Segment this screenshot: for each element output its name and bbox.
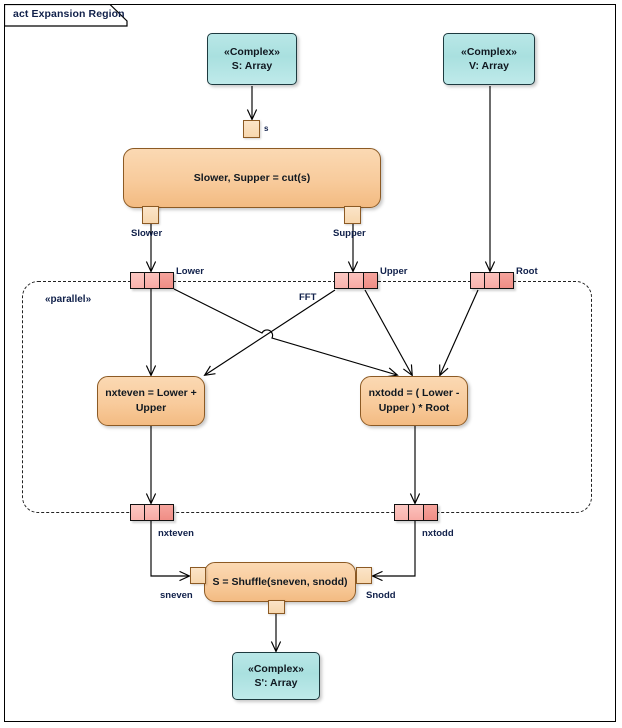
object-node-s-array[interactable]: «Complex» S: Array bbox=[207, 33, 297, 85]
expansion-node-upper-label: Upper bbox=[380, 266, 408, 277]
action-nxtodd[interactable]: nxtodd = ( Lower - Upper ) * Root bbox=[360, 376, 468, 426]
pin-sneven[interactable] bbox=[190, 567, 206, 584]
frame-tab-shape bbox=[4, 4, 128, 27]
object-node-stereotype: «Complex» bbox=[223, 46, 281, 58]
expansion-node-lower[interactable] bbox=[130, 272, 174, 289]
expansion-node-upper[interactable] bbox=[334, 272, 378, 289]
expansion-node-nxteven-label: nxteven bbox=[158, 528, 194, 539]
expansion-node-nxtodd[interactable] bbox=[394, 504, 438, 521]
object-node-v-array[interactable]: «Complex» V: Array bbox=[443, 33, 535, 85]
expansion-region bbox=[22, 281, 592, 513]
pin-supper-label: Supper bbox=[333, 228, 366, 239]
pin-snodd[interactable] bbox=[356, 567, 372, 584]
pin-slower[interactable] bbox=[142, 206, 159, 224]
pin-sneven-label: sneven bbox=[160, 590, 193, 601]
action-cut[interactable]: Slower, Supper = cut(s) bbox=[123, 148, 381, 208]
pin-supper[interactable] bbox=[344, 206, 361, 224]
expansion-region-keyword: «parallel» bbox=[45, 294, 92, 305]
pin-snodd-label: Snodd bbox=[366, 590, 396, 601]
object-node-name: S: Array bbox=[231, 60, 273, 72]
object-node-s-prime-array[interactable]: «Complex» S': Array bbox=[232, 652, 320, 700]
expansion-node-lower-label: Lower bbox=[176, 266, 204, 277]
expansion-node-root[interactable] bbox=[470, 272, 514, 289]
object-node-name: S': Array bbox=[254, 677, 298, 689]
frame-title-tab: act Expansion Region bbox=[4, 4, 128, 27]
expansion-node-nxtodd-label: nxtodd bbox=[422, 528, 454, 539]
expansion-node-nxteven[interactable] bbox=[130, 504, 174, 521]
pin-s-label: s bbox=[264, 124, 269, 133]
pin-shuffle-output[interactable] bbox=[268, 600, 285, 614]
expansion-node-root-label: Root bbox=[516, 266, 538, 277]
pin-s[interactable] bbox=[243, 120, 260, 138]
diagram-frame bbox=[4, 4, 616, 722]
object-node-name: V: Array bbox=[469, 60, 509, 72]
frame-title: act Expansion Region bbox=[13, 8, 125, 20]
object-node-stereotype: «Complex» bbox=[460, 46, 518, 58]
action-shuffle[interactable]: S = Shuffle(sneven, snodd) bbox=[204, 562, 356, 602]
object-node-stereotype: «Complex» bbox=[247, 663, 305, 675]
expansion-region-label: FFT bbox=[299, 292, 317, 303]
pin-slower-label: Slower bbox=[131, 228, 163, 239]
action-nxteven[interactable]: nxteven = Lower + Upper bbox=[97, 376, 205, 426]
